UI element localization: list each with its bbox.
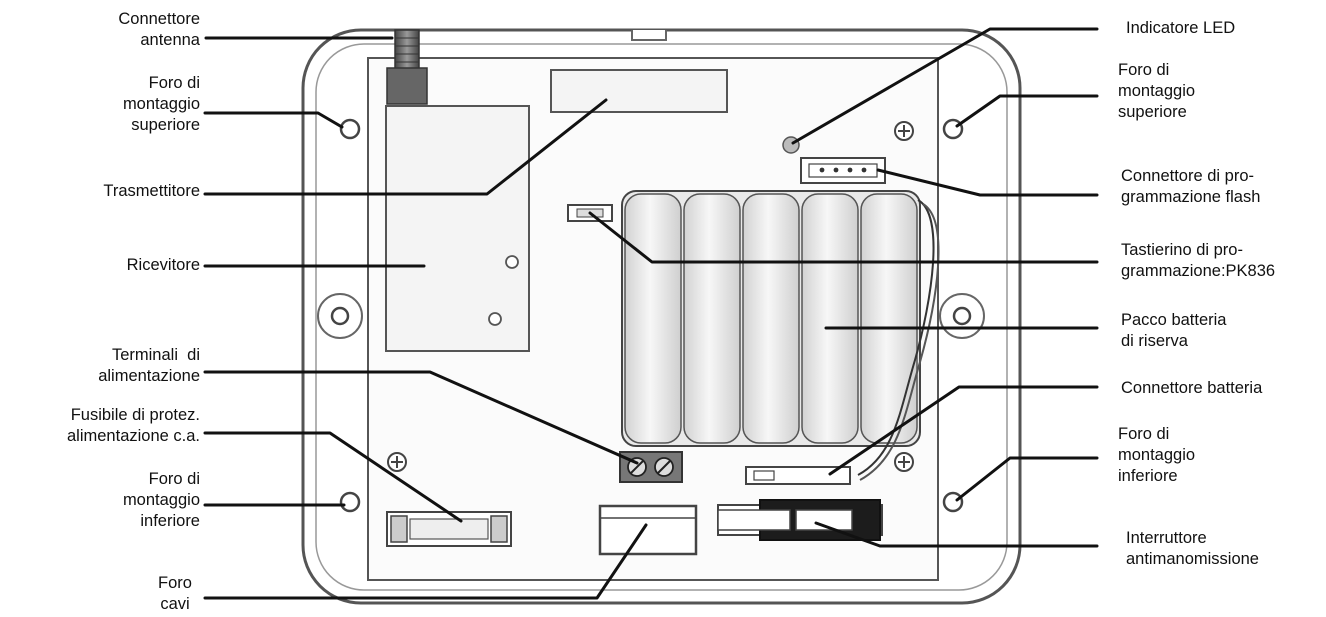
label-indicatore-led: Indicatore LED [1126, 19, 1236, 37]
label-foro-montaggio-superiore-left: Foro di montaggio superiore [122, 74, 200, 134]
side-boss-left [317, 293, 363, 339]
screw-bottom-left [387, 452, 407, 472]
receiver-board [385, 105, 530, 352]
label-foro-montaggio-inferiore-right: Foro di montaggio inferiore [1118, 425, 1196, 485]
leader-indicatore-led [791, 27, 1099, 145]
label-foro-montaggio-inferiore-left: Foro di montaggio inferiore [122, 470, 200, 530]
leader-foro-superiore-right [955, 94, 1099, 128]
antenna-connector [386, 29, 428, 105]
label-connettore-programmazione-flash: Connettore di pro- grammazione flash [1121, 167, 1261, 206]
power-terminals [619, 451, 683, 483]
transmitter-module [550, 69, 728, 113]
flash-programming-connector [800, 157, 886, 184]
screw-bottom-right [894, 452, 914, 472]
leader-foro-cavi [203, 523, 648, 600]
leader-lines [203, 27, 1099, 600]
label-ricevitore: Ricevitore [126, 256, 200, 274]
mounting-hole-bottom-left [339, 491, 361, 513]
label-connettore-batteria: Connettore batteria [1121, 379, 1263, 397]
leader-terminali [203, 370, 639, 465]
label-foro-montaggio-superiore-right: Foro di montaggio superiore [1118, 61, 1196, 121]
leader-interruttore [814, 521, 1099, 548]
label-foro-cavi: Foro cavi [158, 574, 192, 613]
label-terminali-alimentazione: Terminali di alimentazione [98, 346, 200, 385]
label-interruttore-antimanomissione: Interruttore antimanomissione [1126, 529, 1259, 568]
label-connettore-antenna: Connettore antenna [118, 10, 200, 49]
battery-connector [745, 466, 851, 485]
label-pacco-batteria: Pacco batteria di riserva [1121, 311, 1227, 350]
side-boss-right [939, 293, 985, 339]
battery-pack [621, 190, 921, 447]
leader-fusibile [203, 431, 463, 523]
cable-hole [598, 504, 698, 556]
leader-foro-inferiore-right [955, 456, 1099, 502]
mounting-hole-top-left [339, 118, 361, 140]
leader-tastierino [588, 211, 1099, 264]
tamper-switch [717, 499, 883, 541]
label-tastierino-programmazione: Tastierino di pro- grammazione:PK836 [1121, 241, 1276, 280]
leader-foro-superiore-left [203, 111, 344, 129]
ac-fuse [386, 511, 512, 547]
label-trasmettitore: Trasmettitore [103, 182, 200, 200]
screw-top-right [894, 121, 914, 141]
leader-connettore-flash [876, 168, 1099, 197]
mounting-hole-bottom-right [942, 491, 964, 513]
leader-connettore-batteria [828, 385, 1099, 476]
leader-trasmettitore [203, 98, 608, 196]
battery-wire [857, 199, 940, 481]
label-fusibile: Fusibile di protez. alimentazione c.a. [67, 406, 200, 445]
